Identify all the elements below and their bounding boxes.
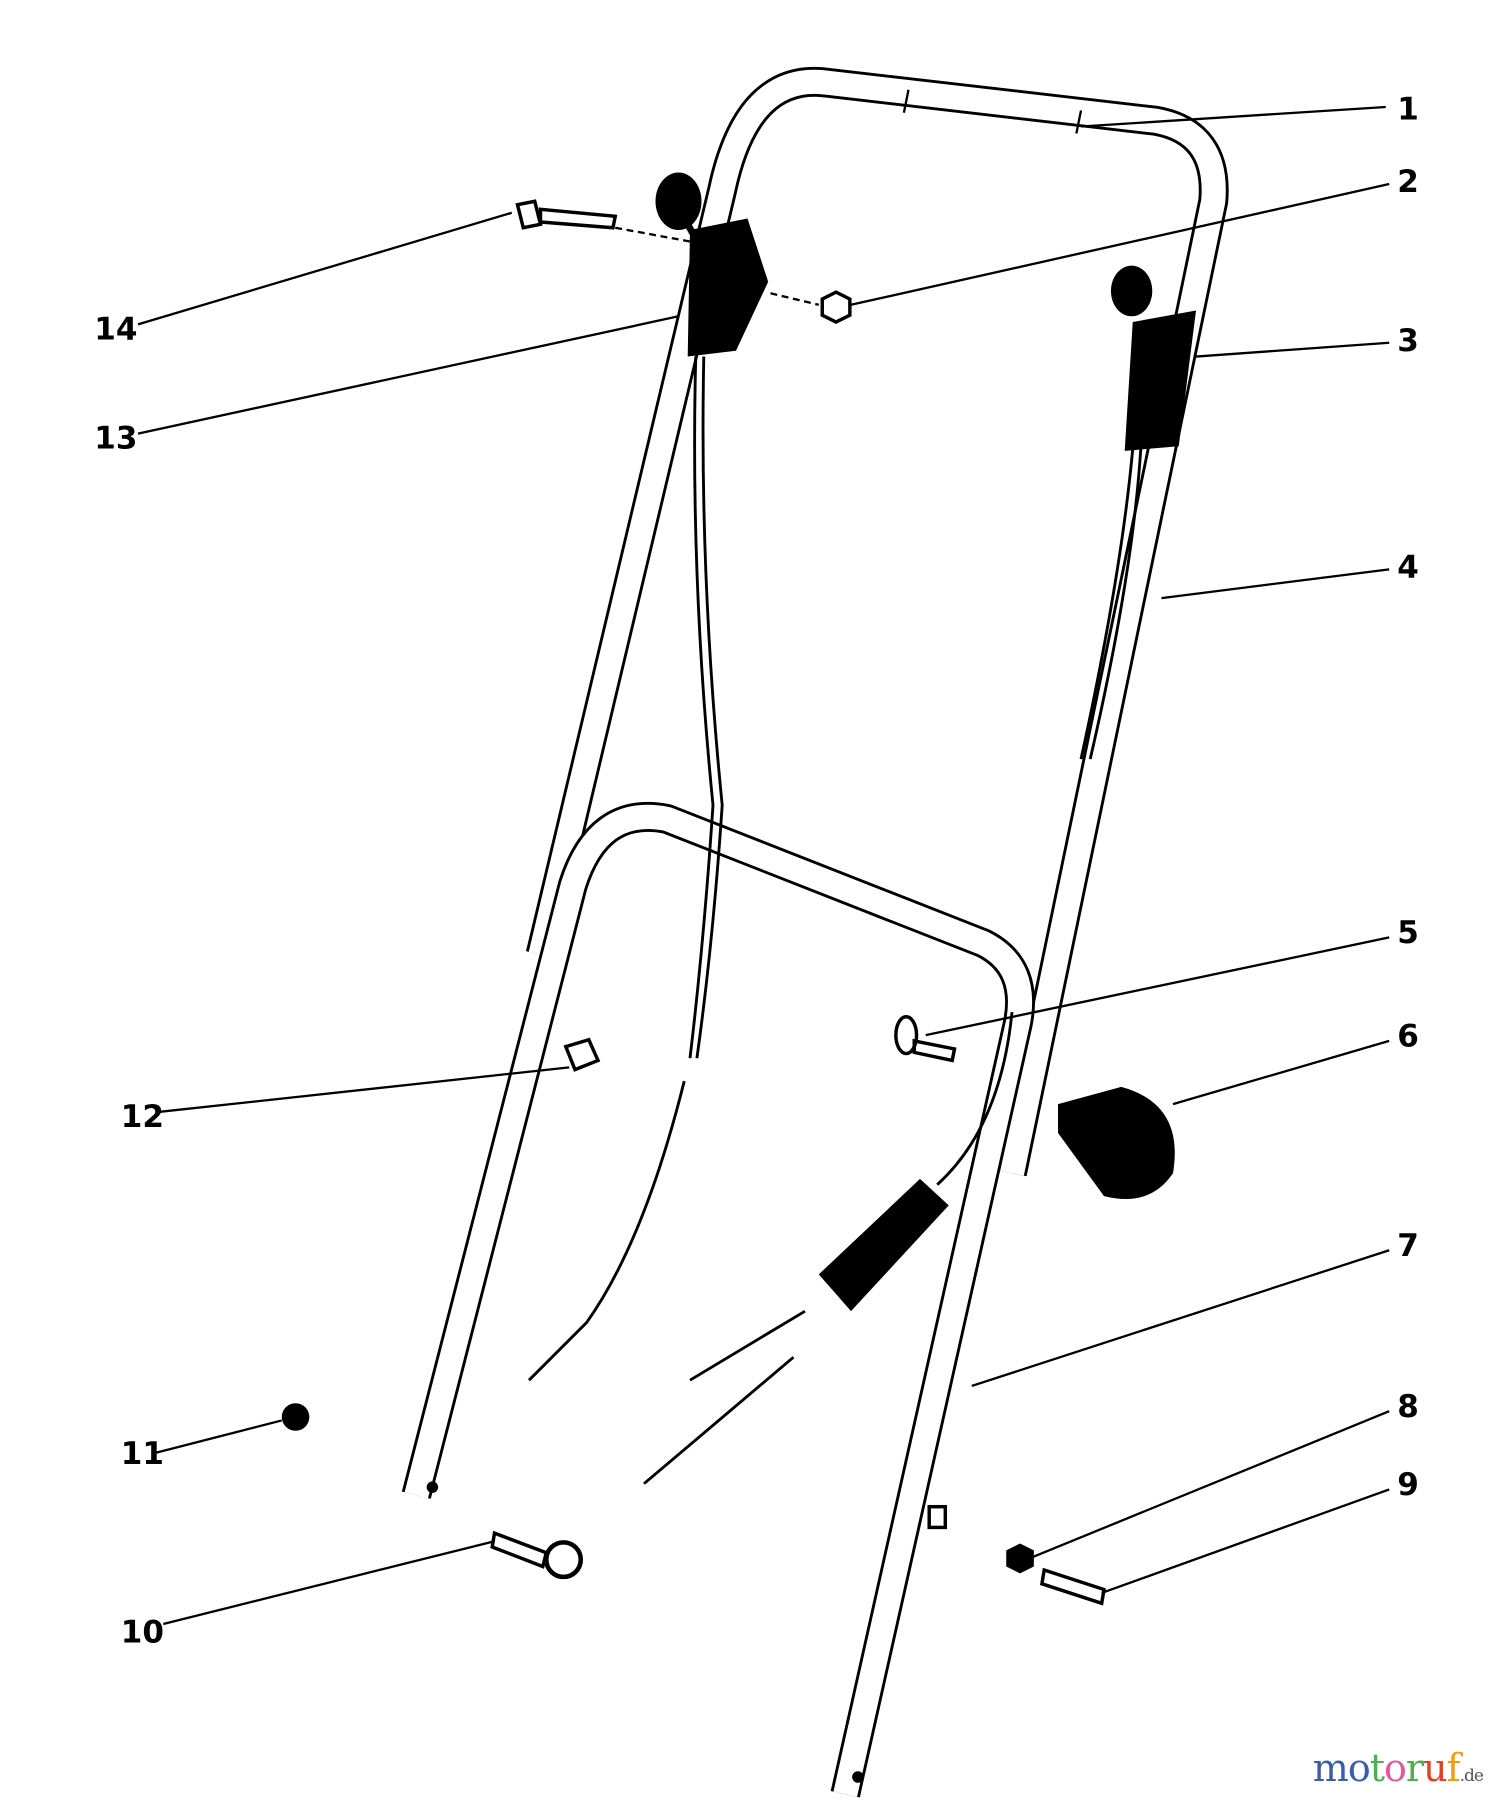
callout-11: 11: [121, 1436, 164, 1472]
left-control-lever: [655, 172, 769, 357]
callout-2: 2: [1397, 164, 1419, 200]
hardware: [281, 199, 1106, 1606]
leader-lines: [137, 105, 1390, 1626]
callout-9: 9: [1397, 1467, 1419, 1503]
callout-8: 8: [1397, 1389, 1419, 1425]
handle-knob: [1058, 1086, 1175, 1200]
callout-14: 14: [94, 311, 137, 347]
callout-10: 10: [121, 1614, 164, 1650]
right-control-lever: [1110, 265, 1196, 451]
callout-12: 12: [121, 1099, 164, 1135]
upper-handle: [525, 66, 1229, 1177]
callout-5: 5: [1397, 915, 1419, 951]
lower-handle: [401, 801, 1035, 1798]
callout-4: 4: [1397, 549, 1419, 585]
cable-housing: [818, 1178, 949, 1312]
watermark-logo: motoruf.de: [1312, 1746, 1484, 1790]
callout-6: 6: [1397, 1019, 1419, 1055]
callout-1: 1: [1397, 92, 1419, 128]
callout-3: 3: [1397, 323, 1419, 359]
callout-labels: 1 2 3 4 5 6 7 8 9 10 11 12 13 14: [94, 92, 1419, 1651]
callout-13: 13: [94, 421, 137, 457]
control-cables: [527, 356, 1143, 1485]
callout-7: 7: [1397, 1228, 1419, 1264]
